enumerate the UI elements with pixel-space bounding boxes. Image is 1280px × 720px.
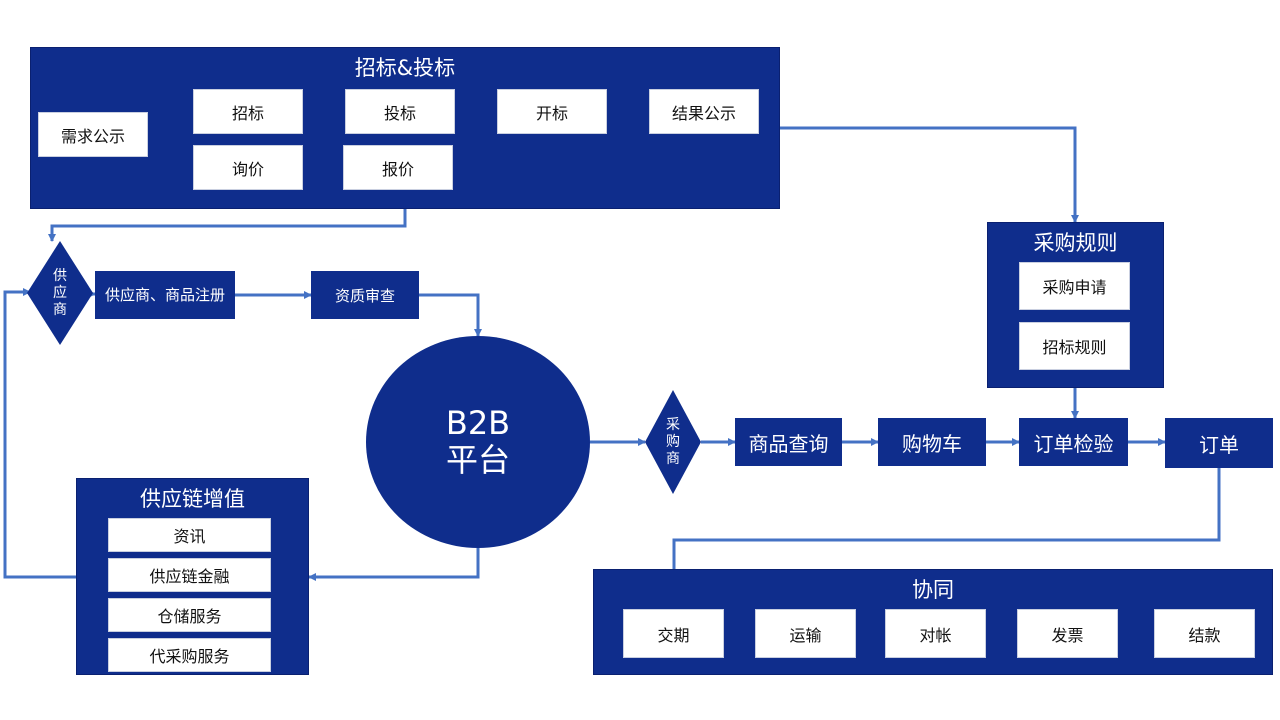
delivery-date-box[interactable]: 交期 <box>623 609 724 658</box>
arrow-platform-to-value <box>308 548 480 581</box>
bid-opening-box[interactable]: 开标 <box>497 89 607 134</box>
supplier-diamond-label: 供应商 <box>53 267 67 318</box>
supplier-register-box[interactable]: 供应商、商品注册 <box>95 271 235 319</box>
supplier-diamond[interactable]: 供应商 <box>27 241 93 345</box>
inquiry-box[interactable]: 询价 <box>193 145 303 190</box>
warehouse-service-box[interactable]: 仓储服务 <box>108 598 271 632</box>
arrow-bidding-to-rules <box>780 126 1079 223</box>
buyer-diamond-label: 采购商 <box>666 416 680 467</box>
arrow-bidding-to-supplier <box>48 209 407 242</box>
collaboration-title: 协同 <box>912 578 954 602</box>
settlement-box[interactable]: 结款 <box>1154 609 1255 658</box>
qualification-review-box[interactable]: 资质审查 <box>311 271 419 319</box>
bidding-panel-title: 招标&投标 <box>354 56 456 80</box>
invoice-box[interactable]: 发票 <box>1017 609 1118 658</box>
news-box[interactable]: 资讯 <box>108 518 271 552</box>
arrow-qualify-to-platform <box>419 293 482 337</box>
quote-box[interactable]: 报价 <box>343 145 453 190</box>
order-check-box[interactable]: 订单检验 <box>1019 418 1128 466</box>
bid-box[interactable]: 投标 <box>345 89 455 134</box>
proxy-procurement-box[interactable]: 代采购服务 <box>108 638 271 672</box>
transport-box[interactable]: 运输 <box>755 609 856 658</box>
supply-chain-value-title: 供应链增值 <box>140 487 245 511</box>
platform-label-line1: B2B <box>445 404 511 442</box>
shopping-cart-box[interactable]: 购物车 <box>878 418 986 466</box>
b2b-platform-circle[interactable]: B2B 平台 <box>366 336 590 548</box>
tender-box[interactable]: 招标 <box>193 89 303 134</box>
platform-label-line2: 平台 <box>445 441 510 479</box>
product-search-box[interactable]: 商品查询 <box>735 418 842 466</box>
demand-publish-box[interactable]: 需求公示 <box>38 112 148 157</box>
result-publish-box[interactable]: 结果公示 <box>649 89 759 134</box>
reconcile-box[interactable]: 对帐 <box>885 609 986 658</box>
buyer-diamond[interactable]: 采购商 <box>645 390 701 494</box>
supply-chain-finance-box[interactable]: 供应链金融 <box>108 558 271 592</box>
order-box[interactable]: 订单 <box>1165 418 1273 468</box>
tender-rules-box[interactable]: 招标规则 <box>1019 322 1130 370</box>
procurement-rules-title: 采购规则 <box>1033 231 1118 255</box>
purchase-request-box[interactable]: 采购申请 <box>1019 262 1130 310</box>
